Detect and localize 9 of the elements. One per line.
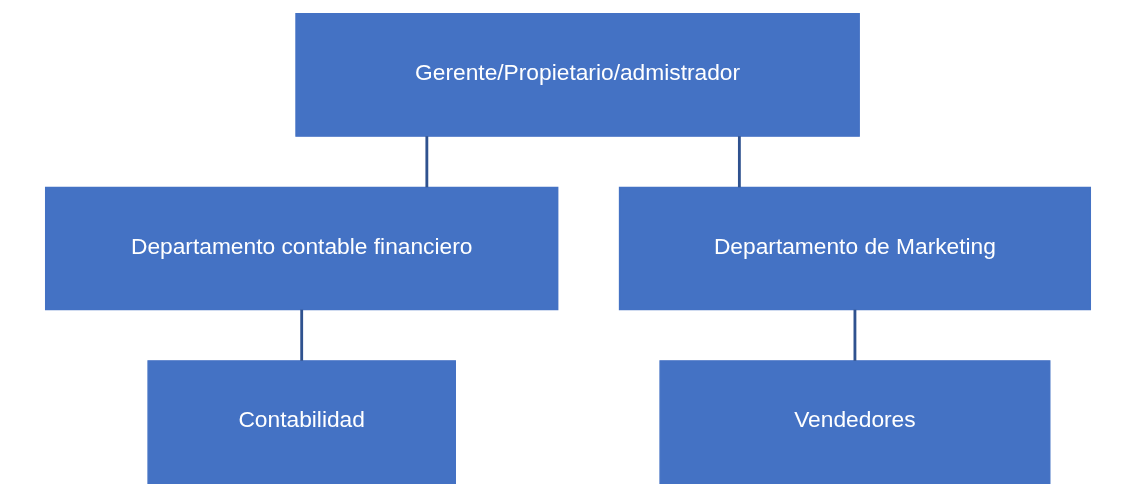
connector: [425, 136, 429, 188]
connector: [853, 309, 857, 361]
connector: [300, 309, 304, 361]
node-box: Vendedores: [659, 360, 1051, 484]
node-box: Contabilidad: [147, 360, 456, 484]
node-box: Gerente/Propietario/admistrador: [295, 13, 860, 137]
node-box: Departamento contable financiero: [45, 186, 559, 311]
node-box: Departamento de Marketing: [618, 186, 1091, 311]
connector: [737, 136, 741, 188]
